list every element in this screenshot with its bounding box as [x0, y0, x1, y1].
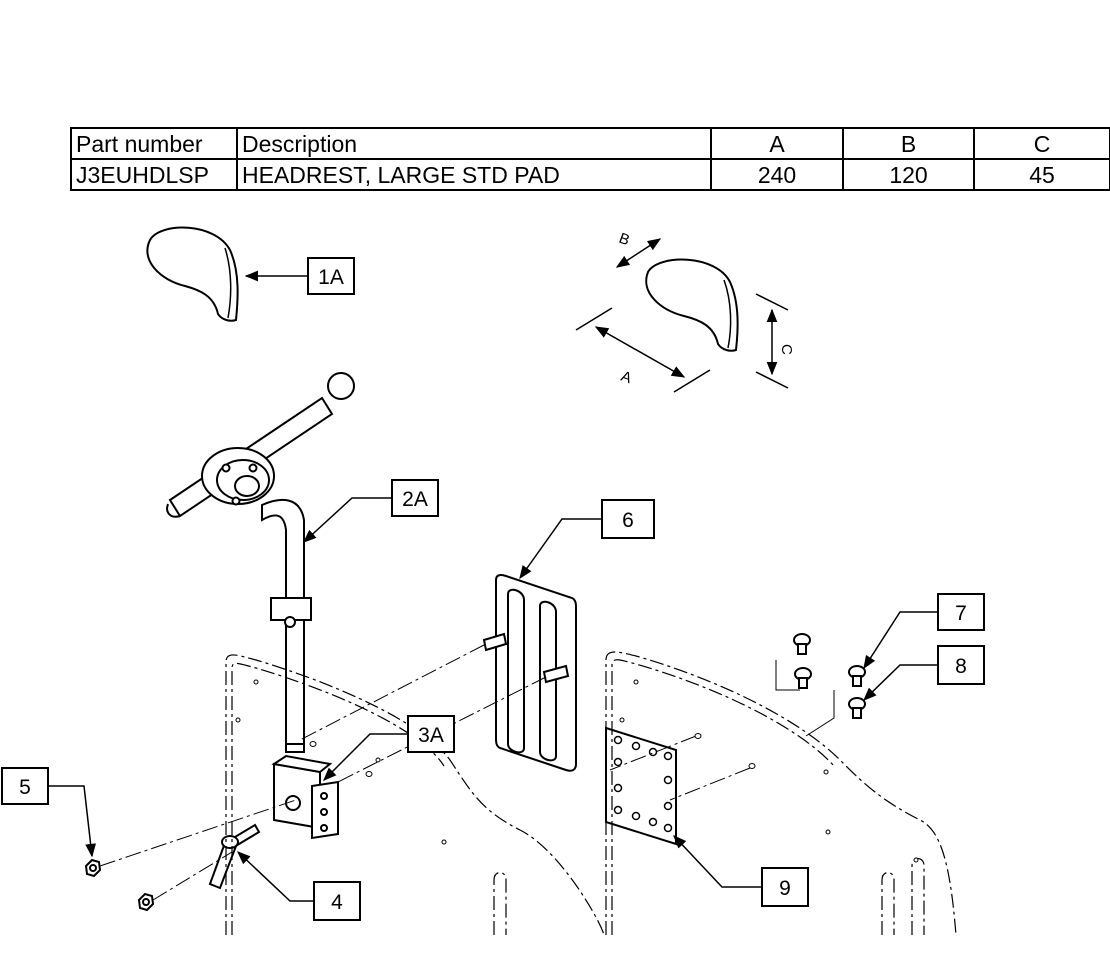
callout-7-label: 7: [955, 602, 967, 625]
callout-3A: 3A: [323, 715, 455, 781]
dimension-b-line: [615, 238, 662, 268]
callout-6-label: 6: [622, 509, 634, 532]
parts-table: Part number Description A B C J3EUHDLSP …: [70, 127, 1110, 191]
description-cell: HEADREST, LARGE STD PAD: [236, 158, 712, 191]
screws: [793, 633, 866, 719]
callout-4-label: 4: [331, 891, 343, 914]
callout-2A-label: 2A: [402, 488, 428, 511]
table-row: J3EUHDLSP HEADREST, LARGE STD PAD 240 12…: [70, 158, 1110, 191]
assembly-lines: [99, 644, 751, 901]
callout-4: 4: [237, 851, 361, 921]
dimension-c-line: [755, 293, 789, 389]
dimension-b-label: B: [617, 230, 632, 249]
table-header-row: Part number Description A B C: [70, 127, 1110, 160]
headrest-dimension-view: A B C: [575, 230, 795, 393]
mounting-plate: [482, 574, 577, 772]
headrest-hardware: [166, 372, 355, 753]
callout-1A: 1A: [244, 257, 355, 295]
header-c: C: [973, 127, 1110, 160]
dimension-a-line: [575, 307, 711, 393]
mounting-holes: [235, 679, 919, 863]
dimension-a-label: A: [619, 368, 634, 387]
part-number-cell: J3EUHDLSP: [70, 158, 238, 191]
callout-1A-label: 1A: [318, 266, 344, 289]
callout-3A-label: 3A: [418, 724, 444, 747]
header-description: Description: [236, 127, 712, 160]
dimension-c-label: C: [778, 344, 795, 355]
callout-9-label: 9: [779, 877, 791, 900]
callout-7: 7: [863, 593, 985, 670]
callout-6: 6: [519, 499, 655, 580]
callout-8: 8: [863, 645, 985, 701]
callout-2A: 2A: [303, 479, 439, 543]
screw-leader-lines: [775, 660, 835, 737]
headrest-pad-dim: [645, 258, 739, 352]
back-plate: [605, 726, 677, 846]
header-b: B: [842, 127, 975, 160]
headrest-bracket: [271, 754, 339, 840]
callout-9: 9: [673, 835, 809, 907]
header-part-number: Part number: [70, 127, 238, 160]
callout-5-label: 5: [19, 776, 31, 799]
header-a: A: [710, 127, 844, 160]
dimension-a-cell: 240: [710, 158, 844, 191]
headrest-pad: [146, 226, 239, 322]
dimension-b-cell: 120: [842, 158, 975, 191]
callout-8-label: 8: [955, 655, 967, 678]
callout-5: 5: [1, 767, 96, 858]
nuts: [84, 858, 155, 912]
lever-bolt: [208, 823, 261, 890]
dimension-c-cell: 45: [973, 158, 1110, 191]
